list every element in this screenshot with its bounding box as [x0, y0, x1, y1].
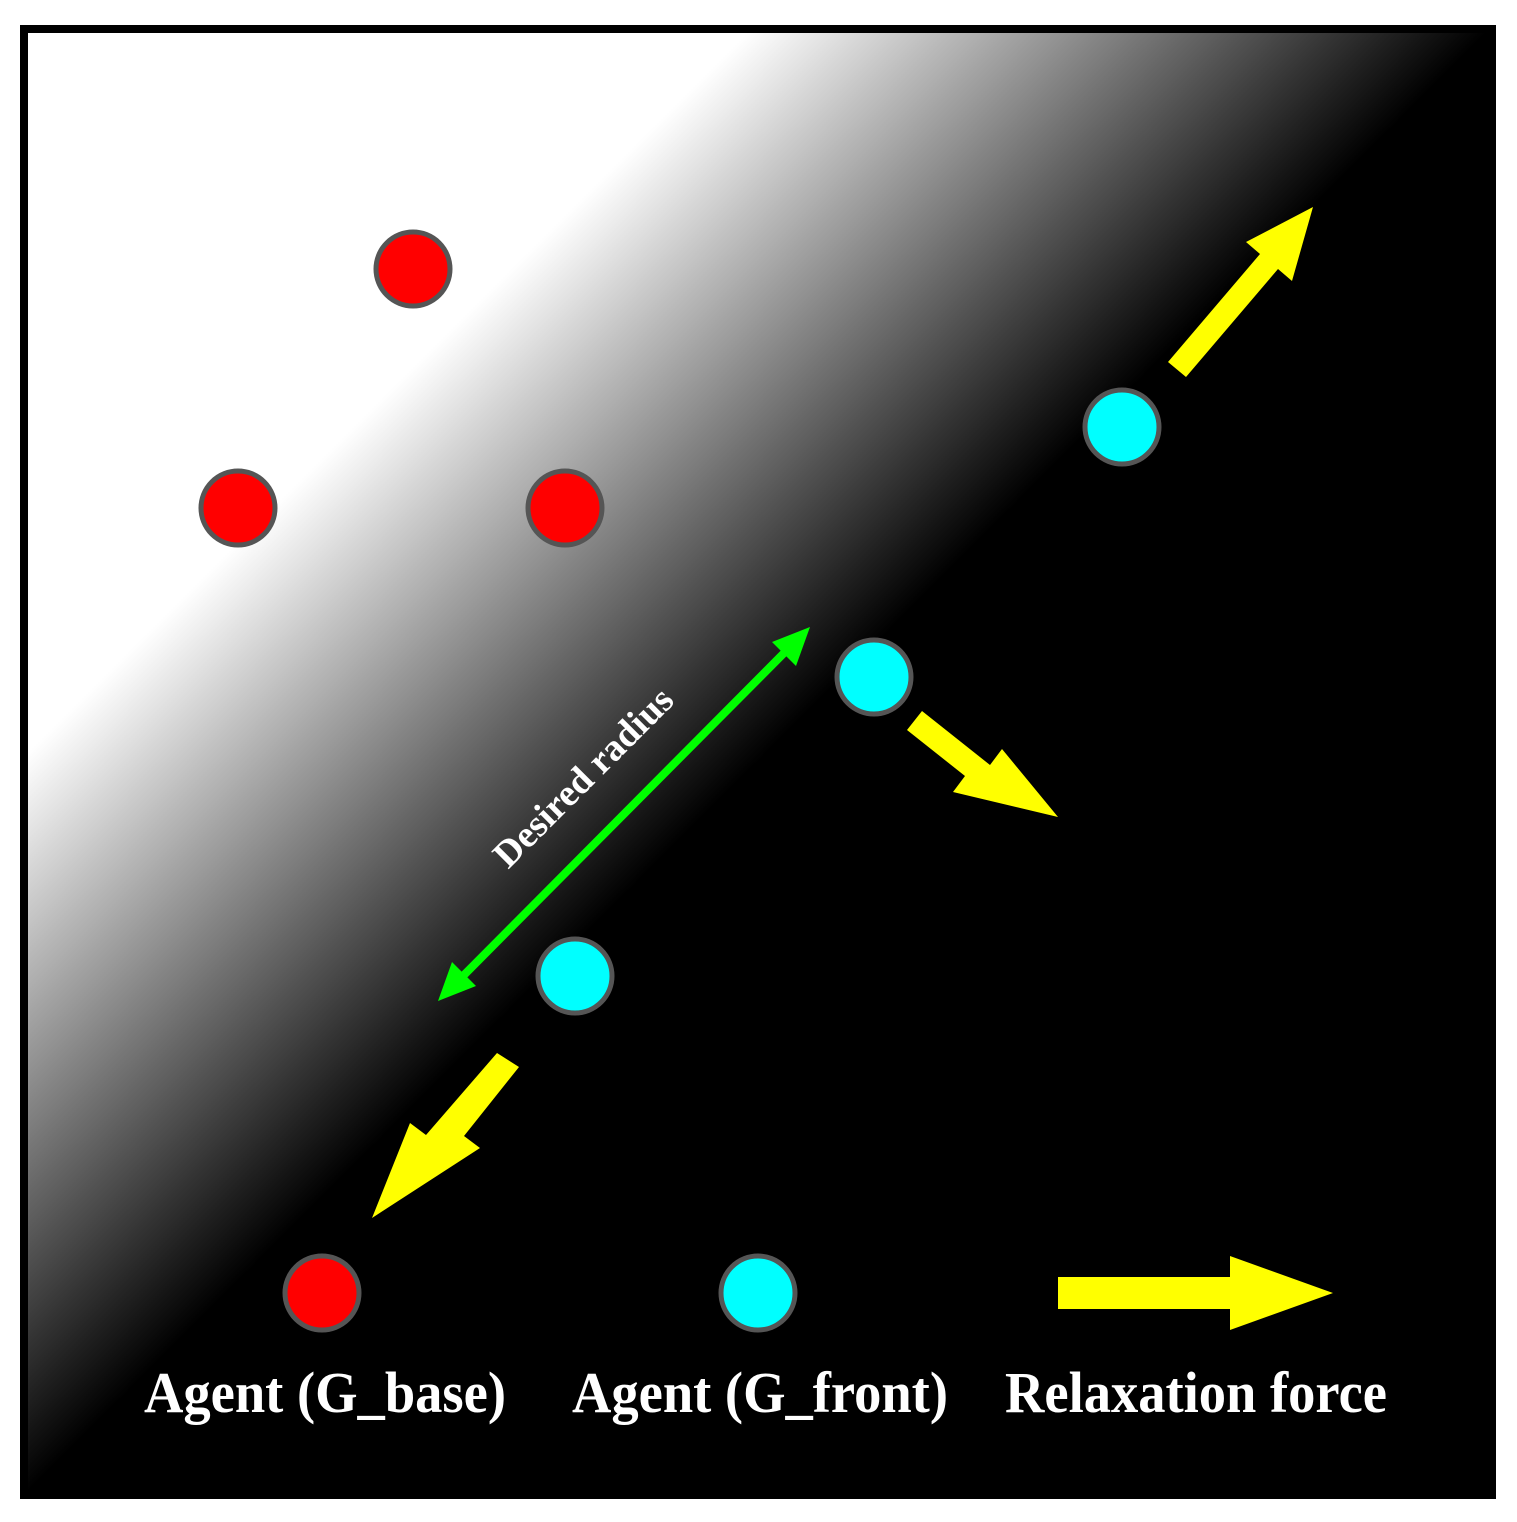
agent-base-1 — [373, 229, 453, 309]
relaxation-force-arrow-3 — [372, 1053, 519, 1218]
legend-relaxation-force-label: Relaxation force — [1005, 1360, 1387, 1425]
desired-radius-head-upper — [772, 627, 810, 666]
desired-radius-head-lower — [438, 962, 476, 1001]
agent-front-1 — [1082, 387, 1162, 467]
agent-base-3 — [525, 468, 605, 548]
agent-base-2 — [198, 468, 278, 548]
legend-relaxation-force-swatch — [1058, 1256, 1333, 1330]
relaxation-force-arrow-2 — [907, 711, 1058, 817]
relaxation-force-arrow-1 — [1168, 207, 1313, 377]
agent-front-3 — [535, 936, 615, 1016]
desired-radius-arrow — [438, 627, 810, 1001]
legend-agent-front-swatch — [718, 1253, 798, 1333]
desired-radius-line — [459, 648, 789, 980]
legend-agent-base-swatch — [282, 1253, 362, 1333]
legend-agent-front-label: Agent (G_front) — [572, 1360, 948, 1425]
legend-agent-base-label: Agent (G_base) — [144, 1360, 506, 1425]
legend: Agent (G_base) Agent (G_front) Relaxatio… — [144, 1253, 1387, 1425]
agent-front-2 — [834, 637, 914, 717]
